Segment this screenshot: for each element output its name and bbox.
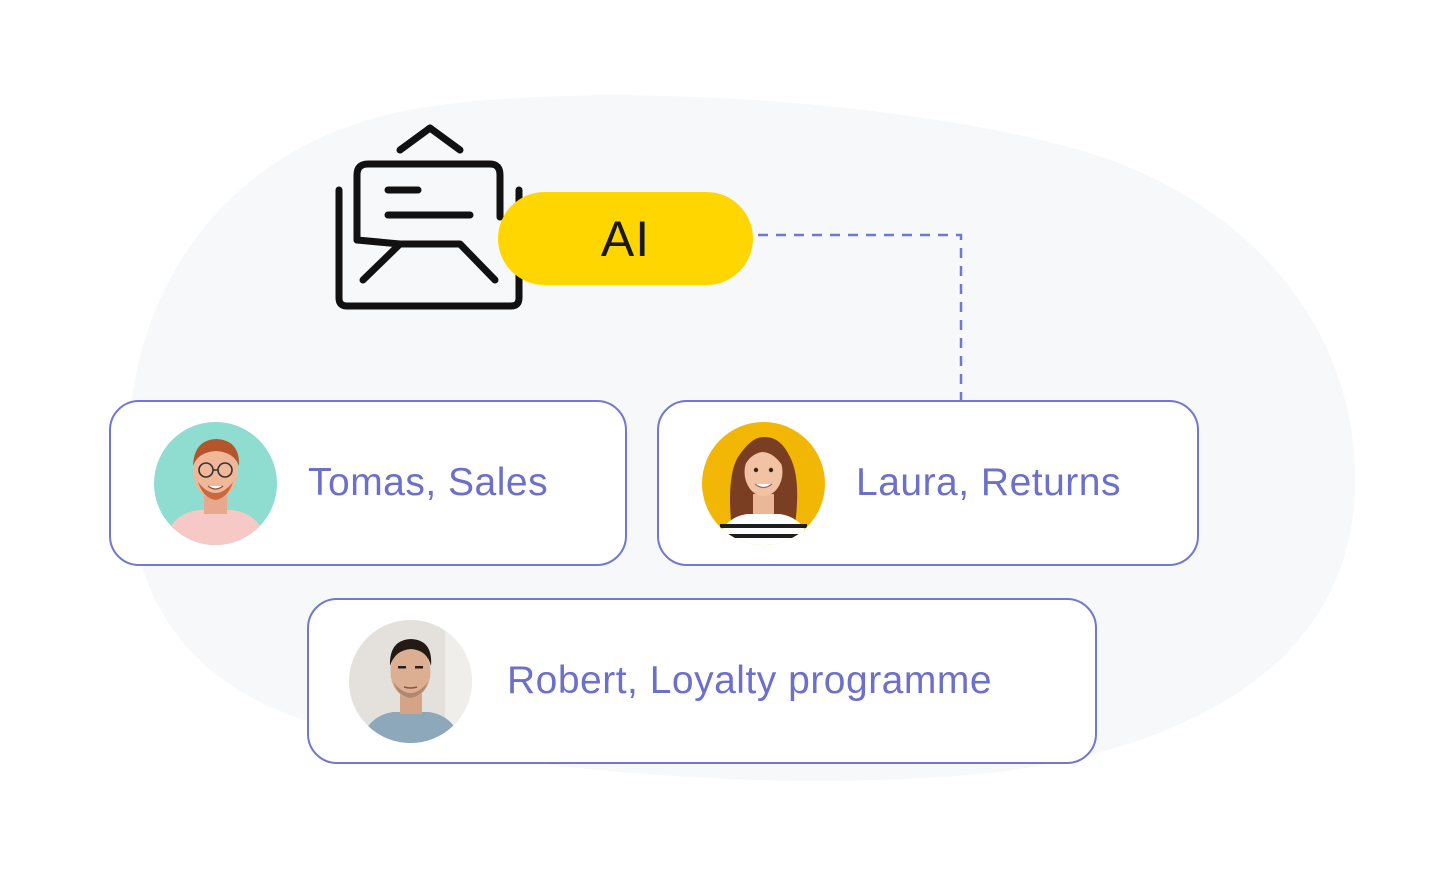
open-envelope-icon — [335, 124, 523, 310]
agent-card-laura[interactable]: Laura, Returns — [657, 400, 1199, 566]
agent-label: Robert, Loyalty programme — [507, 659, 993, 702]
agent-label: Tomas, Sales — [308, 461, 549, 504]
agent-card-robert[interactable]: Robert, Loyalty programme — [307, 598, 1097, 764]
avatar-laura — [702, 421, 825, 545]
agent-label: Laura, Returns — [856, 461, 1121, 504]
ai-badge-label: AI — [600, 210, 651, 267]
agent-card-tomas[interactable]: Tomas, Sales — [109, 400, 627, 566]
avatar-tomas — [154, 421, 277, 545]
ai-badge: AI — [498, 192, 753, 285]
avatar-robert — [349, 619, 472, 743]
